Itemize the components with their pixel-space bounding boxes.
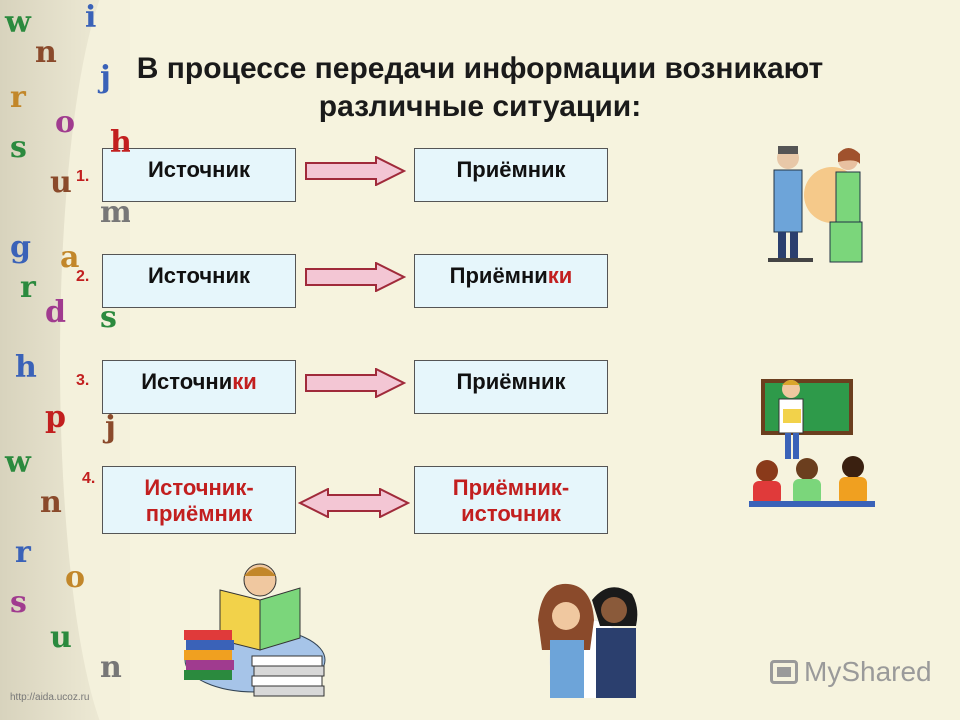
letter-decoration: u	[50, 620, 72, 655]
source-receiver-line-1: Источник-	[144, 475, 254, 500]
letter-decoration: j	[100, 60, 111, 95]
letter-decoration: p	[45, 400, 66, 435]
brand-name: MyShared	[804, 656, 932, 687]
receiver-box: Приёмник	[414, 360, 608, 414]
title-line-1: В процессе передачи информации возникают	[136, 52, 824, 85]
letter-decoration: j	[105, 410, 116, 445]
title-line-2: различные ситуации:	[318, 90, 642, 123]
letter-decoration: o	[65, 560, 86, 595]
teacher-students-illustration	[749, 379, 875, 507]
receiver-label: Приёмник	[456, 369, 566, 394]
letter-decoration: r	[20, 270, 36, 305]
source-label: Источни	[141, 369, 233, 394]
letter-decoration: u	[50, 165, 72, 200]
letter-decoration: r	[15, 535, 31, 570]
letter-decoration: o	[55, 105, 76, 140]
letter-decoration: w	[5, 445, 31, 480]
letter-decoration: a	[60, 240, 80, 275]
letter-decoration: w	[5, 5, 31, 40]
row-number: 3.	[76, 372, 90, 389]
plural-suffix: ки	[547, 263, 573, 288]
source-label: Источник	[147, 263, 251, 288]
brand-watermark: MyShared	[770, 656, 932, 688]
letter-decoration: n	[35, 35, 57, 70]
source-box: Источник	[102, 148, 296, 202]
letter-decoration: n	[40, 485, 62, 520]
receivers-box: Приёмники	[414, 254, 608, 308]
letter-decoration: h	[110, 125, 130, 160]
letter-decoration: h	[15, 350, 37, 385]
plural-suffix: ки	[232, 369, 257, 394]
receiver-label: Приёмник	[456, 157, 566, 182]
row-number: 2.	[76, 268, 90, 285]
source-label: Источник	[147, 157, 251, 182]
source-receiver-box: Источник- приёмник	[102, 466, 296, 534]
letter-decoration: s	[10, 585, 27, 620]
receiver-source-box: Приёмник- источник	[414, 466, 608, 534]
receiver-source-line-2: источник	[461, 501, 561, 526]
receiver-label: Приёмни	[449, 263, 548, 288]
people-talking-illustration	[768, 146, 863, 263]
letter-decoration: i	[85, 0, 97, 35]
letter-decoration: n	[100, 650, 122, 685]
letter-decoration: s	[100, 300, 117, 335]
one-way-arrow-icon	[305, 368, 406, 398]
source-box: Источник	[102, 254, 296, 308]
letter-decoration: s	[10, 130, 27, 165]
letter-decoration: r	[10, 80, 26, 115]
letter-decoration: d	[45, 295, 66, 330]
brand-logo-icon	[770, 660, 798, 684]
slide-title: В процессе передачи информации возникают…	[60, 50, 900, 126]
source-receiver-line-2: приёмник	[145, 501, 253, 526]
row-number: 1.	[76, 168, 90, 185]
letter-decoration: g	[10, 230, 31, 265]
letter-decoration: m	[100, 195, 130, 230]
receiver-source-line-1: Приёмник-	[452, 475, 570, 500]
one-way-arrow-icon	[305, 156, 406, 186]
sources-box: Источники	[102, 360, 296, 414]
two-way-arrow-icon	[298, 488, 410, 518]
two-girls-illustration	[538, 583, 638, 698]
row-number: 4.	[82, 470, 96, 487]
reading-child-illustration	[184, 563, 326, 697]
one-way-arrow-icon	[305, 262, 406, 292]
receiver-box: Приёмник	[414, 148, 608, 202]
source-url: http://aida.ucoz.ru	[10, 692, 90, 703]
